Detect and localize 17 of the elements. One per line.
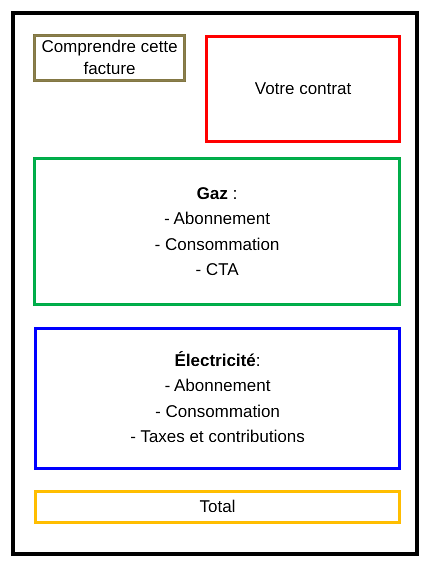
box-label: Votre contrat: [254, 78, 352, 100]
page-frame: [11, 11, 419, 556]
info-box: [33, 34, 186, 82]
list-item: - Consommation: [154, 234, 280, 256]
section-heading: Électricité:: [174, 350, 260, 372]
contract-box: [205, 35, 401, 143]
list-item: - Abonnement: [164, 375, 270, 397]
box-label: Total: [200, 496, 236, 518]
list-item: - Taxes et contributions: [130, 426, 305, 448]
section-heading: Gaz :: [196, 182, 238, 204]
total-box: [34, 490, 401, 524]
list-item: - Abonnement: [164, 208, 270, 230]
electricity-section: [34, 327, 401, 470]
box-label: Comprendre cette facture: [40, 36, 179, 80]
list-item: - Consommation: [155, 400, 280, 422]
gas-section: [33, 157, 401, 306]
list-item: - CTA: [195, 259, 239, 281]
